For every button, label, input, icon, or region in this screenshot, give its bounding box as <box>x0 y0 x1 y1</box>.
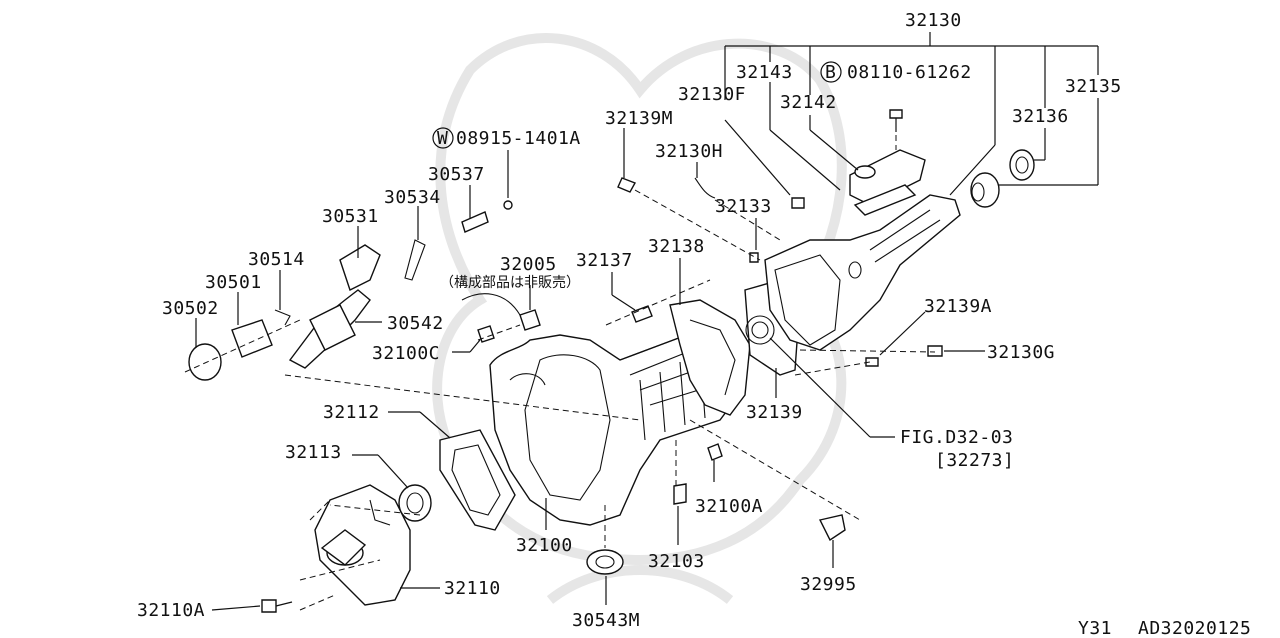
label-32005: 32005 <box>500 254 557 275</box>
gasket-32112 <box>439 429 516 531</box>
label-32130: 32130 <box>905 10 962 31</box>
label-32110A: 32110A <box>137 600 205 621</box>
label-30502: 30502 <box>162 298 219 319</box>
watermark <box>432 33 847 604</box>
rear-extension-housing <box>764 194 961 351</box>
front-cover <box>314 484 411 606</box>
b-circle <box>820 61 842 83</box>
label-fig-sub: [32273] <box>935 450 1014 471</box>
label-32103: 32103 <box>648 551 705 572</box>
label-32135: 32135 <box>1065 76 1122 97</box>
label-32133: 32133 <box>715 196 772 217</box>
sensor-32005 <box>461 293 541 331</box>
release-bearing <box>586 549 624 575</box>
bolt-32110a <box>261 599 293 613</box>
label-32995: 32995 <box>800 574 857 595</box>
label-32137: 32137 <box>576 250 633 271</box>
label-32138: 32138 <box>648 236 705 257</box>
pivot-30537 <box>461 211 489 233</box>
label-32100C: 32100C <box>372 343 440 364</box>
b-circle-letter: B <box>825 62 836 83</box>
label-30543M: 30543M <box>572 610 640 631</box>
label-32130H: 32130H <box>655 141 723 162</box>
label-32130G: 32130G <box>987 342 1055 363</box>
circle-symbols: B W <box>432 61 842 149</box>
small-parts <box>477 177 943 542</box>
label-32110: 32110 <box>444 578 501 599</box>
footer-code: AD32020125 <box>1138 618 1251 638</box>
label-bolt-b: 08110-61262 <box>847 62 972 83</box>
adapter-plate <box>669 299 751 416</box>
label-32139A: 32139A <box>924 296 992 317</box>
label-32142: 32142 <box>780 92 837 113</box>
label-fig-ref: FIG.D32-03 <box>900 427 1013 448</box>
label-32139: 32139 <box>746 402 803 423</box>
label-32113: 32113 <box>285 442 342 463</box>
label-washer-w: 08915-1401A <box>456 128 581 149</box>
label-30534: 30534 <box>384 187 441 208</box>
label-30501: 30501 <box>205 272 262 293</box>
label-32112: 32112 <box>323 402 380 423</box>
w-circle <box>432 127 454 149</box>
slave-cylinder <box>188 309 291 381</box>
label-30542: 30542 <box>387 313 444 334</box>
footer-model: Y31 <box>1078 618 1112 638</box>
seal-32136 <box>1009 149 1035 181</box>
label-32100A: 32100A <box>695 496 763 517</box>
label-30537: 30537 <box>428 164 485 185</box>
label-32143: 32143 <box>736 62 793 83</box>
note-not-sold-separately: （構成部品は非販売） <box>440 275 580 291</box>
label-32139M: 32139M <box>605 108 673 129</box>
part-labels: 32130 32143 32130F 32142 08110-61262 321… <box>137 10 1251 638</box>
label-30531: 30531 <box>322 206 379 227</box>
label-32136: 32136 <box>1012 106 1069 127</box>
label-30514: 30514 <box>248 249 305 270</box>
clutch-fork <box>288 239 426 369</box>
label-32130F: 32130F <box>678 84 746 105</box>
bolt-b <box>889 109 903 150</box>
label-32100: 32100 <box>516 535 573 556</box>
top-cover <box>849 149 926 216</box>
oil-seal-32113 <box>398 484 432 522</box>
w-circle-letter: W <box>437 128 448 149</box>
bushing-32135 <box>970 172 1000 208</box>
assembly-lines <box>184 189 936 611</box>
leader-lines <box>195 32 1099 611</box>
